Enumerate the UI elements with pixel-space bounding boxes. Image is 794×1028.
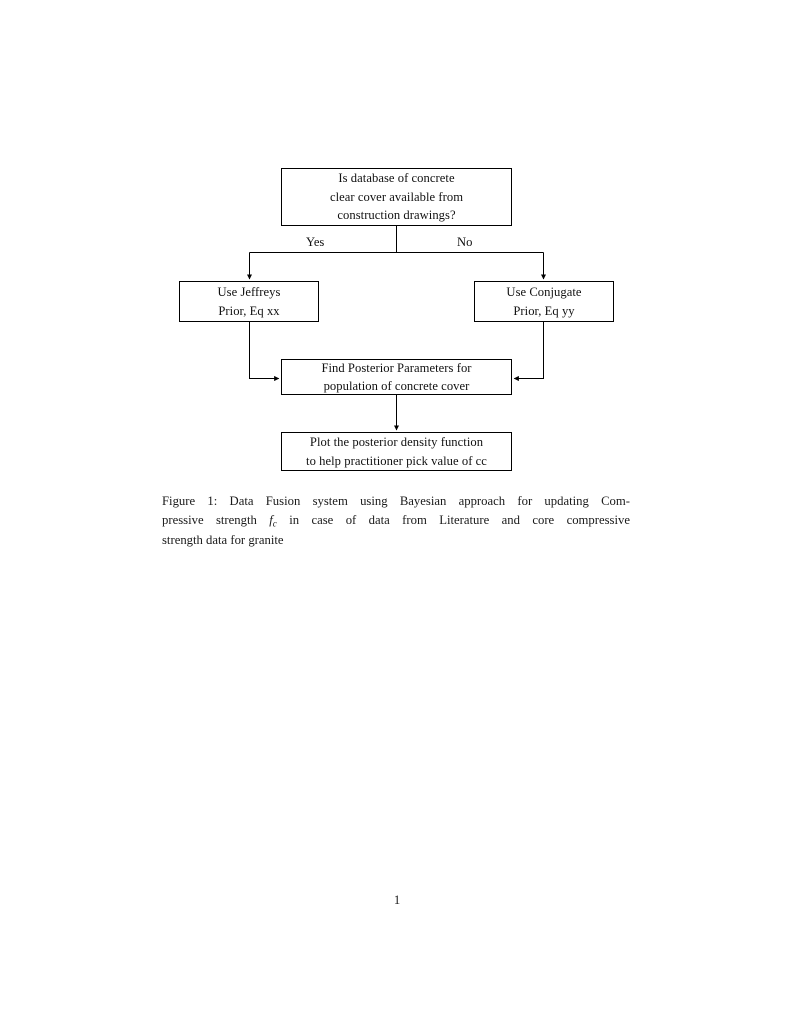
edge-label-yes: Yes	[306, 235, 325, 249]
edge-label-no: No	[457, 235, 473, 249]
figure-1: Is database of concrete clear cover avai…	[0, 0, 794, 500]
figure-caption-line-2-part-a: pressive strength	[162, 513, 257, 528]
figure-caption-line-1: Figure 1: Data Fusion system using Bayes…	[162, 494, 630, 508]
node-find-posterior-line-2: population of concrete cover	[323, 379, 470, 393]
node-conjugate-prior-line-1: Use Conjugate	[506, 285, 582, 300]
node-decision-line-2: clear cover available from	[329, 189, 464, 204]
figure-caption-line-2: pressive strength fc in case of data fro…	[162, 511, 630, 530]
node-find-posterior[interactable]: Find Posterior Parameters for population…	[281, 359, 512, 395]
node-plot-posterior-line-2: to help practitioner pick value of cc	[306, 453, 487, 468]
node-plot-posterior[interactable]: Plot the posterior density function to h…	[281, 432, 512, 471]
node-box-plot-posterior	[281, 432, 512, 471]
node-jeffreys-prior-line-1: Use Jeffreys	[217, 285, 281, 300]
edge-conjugate-to-posterior	[513, 321, 544, 382]
node-find-posterior-line-1: Find Posterior Parameters for	[321, 360, 472, 375]
node-decision-line-3: construction drawings?	[337, 208, 456, 223]
node-jeffreys-prior-line-2: Prior, Eq xx	[218, 303, 280, 318]
edge-jeffreys-to-posterior	[249, 321, 280, 382]
node-decision[interactable]: Is database of concrete clear cover avai…	[281, 168, 512, 226]
node-conjugate-prior-line-2: Prior, Eq yy	[513, 303, 575, 318]
figure-caption: Figure 1: Data Fusion system using Bayes…	[162, 492, 630, 550]
figure-caption-symbol-fc: fc	[269, 513, 277, 529]
flowchart-connectors	[179, 168, 614, 471]
figure-caption-line-3: strength data for granite	[162, 532, 284, 547]
node-jeffreys-prior[interactable]: Use Jeffreys Prior, Eq xx	[179, 281, 319, 322]
node-plot-posterior-line-1: Plot the posterior density function	[309, 435, 484, 450]
page-number: 1	[393, 893, 401, 907]
node-conjugate-prior[interactable]: Use Conjugate Prior, Eq yy	[474, 281, 614, 322]
figure-caption-line-2-part-b: in case of data from Literature and core…	[289, 513, 630, 528]
node-decision-line-1: Is database of concrete	[338, 171, 455, 186]
